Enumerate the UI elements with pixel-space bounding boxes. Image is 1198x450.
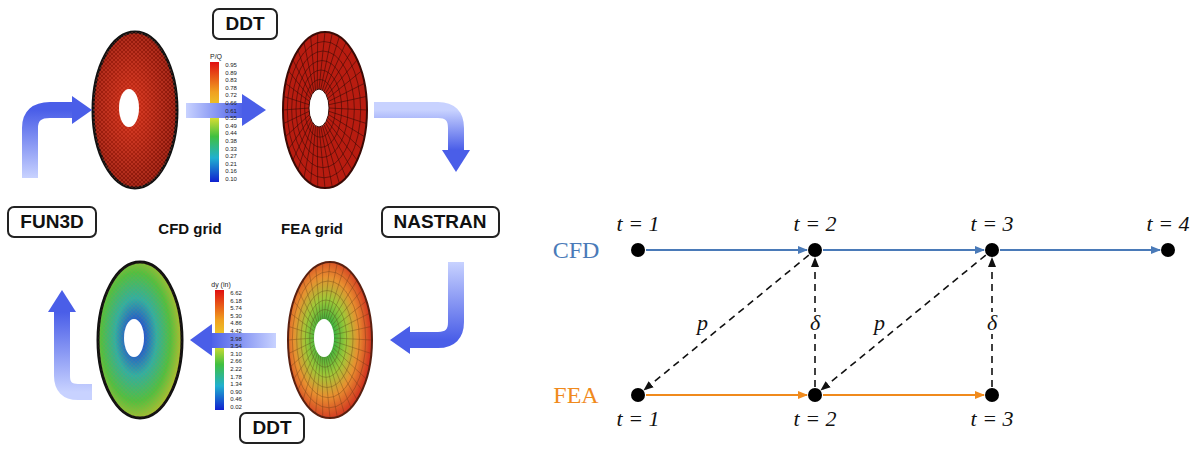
colorbar-value: 3.54 xyxy=(230,343,242,349)
colorbar-value: 1.78 xyxy=(230,374,242,380)
colorbar-value: 0.21 xyxy=(225,161,237,167)
transfer-label: δ xyxy=(808,312,822,334)
time-label: t = 1 xyxy=(617,406,660,432)
colorbar-value: 2.22 xyxy=(230,366,242,372)
colorbar-value: 0.46 xyxy=(230,396,242,402)
transfer-label: p xyxy=(695,312,710,334)
colorbar-value: 0.27 xyxy=(225,153,237,159)
tool-box: DDT xyxy=(239,412,305,444)
tool-name: FUN3D xyxy=(20,211,83,233)
colorbar-title: P/Q xyxy=(210,53,222,60)
cfd-step-arrow xyxy=(646,249,807,251)
colorbar-value: 0.89 xyxy=(225,70,237,76)
time-step-dot: t = 3 xyxy=(985,243,999,257)
colorbar-value: 3.10 xyxy=(230,351,242,357)
colorbar-value: 0.02 xyxy=(230,404,242,410)
row-name: CFD xyxy=(553,237,600,264)
colorbar-title: dy (in) xyxy=(211,281,230,288)
time-label: t = 1 xyxy=(617,211,660,237)
transfer-arrow xyxy=(644,255,809,390)
colorbar-value: 0.72 xyxy=(225,92,237,98)
time-label: t = 2 xyxy=(794,211,837,237)
fea-step-arrow xyxy=(646,394,807,396)
grid-caption: FEA grid xyxy=(281,220,343,237)
colorbar-value: 5.74 xyxy=(230,305,242,311)
tool-name: DDT xyxy=(252,417,291,439)
time-step-dot: t = 2 xyxy=(808,243,822,257)
colorbar-value: 3.98 xyxy=(230,336,242,342)
transfer-label: p xyxy=(872,312,887,334)
colorbar-value: 6.62 xyxy=(230,290,242,296)
time-label: t = 3 xyxy=(971,406,1014,432)
row-name: FEA xyxy=(553,382,598,409)
colorbar-value: 0.61 xyxy=(225,108,237,114)
tool-name: DDT xyxy=(225,13,264,35)
time-label: t = 2 xyxy=(794,406,837,432)
tool-box: FUN3D xyxy=(7,206,97,238)
colorbar-value: 0.66 xyxy=(225,100,237,106)
colorbar-value: 2.66 xyxy=(230,358,242,364)
time-label: t = 4 xyxy=(1147,211,1190,237)
colorbar-value: 1.34 xyxy=(230,381,242,387)
colorbar-value: 5.30 xyxy=(230,313,242,319)
grid-caption: CFD grid xyxy=(158,220,221,237)
colorbar-value: 0.55 xyxy=(225,115,237,121)
colorbar-value: 4.86 xyxy=(230,320,242,326)
time-label: t = 3 xyxy=(971,211,1014,237)
tool-name: NASTRAN xyxy=(394,211,487,233)
colorbar-value: 0.16 xyxy=(225,168,237,174)
colorbar-value: 0.38 xyxy=(225,138,237,144)
time-step-dot: t = 1 xyxy=(631,388,645,402)
colorbar-value: 6.18 xyxy=(230,298,242,304)
colorbar-value: 0.90 xyxy=(230,389,242,395)
time-step-dot: t = 3 xyxy=(985,388,999,402)
fea-step-arrow xyxy=(823,394,984,396)
colorbar-value: 0.33 xyxy=(225,146,237,152)
time-step-dot: t = 1 xyxy=(631,243,645,257)
transfer-label: δ xyxy=(985,312,999,334)
time-step-dot: t = 4 xyxy=(1161,243,1175,257)
colorbar-value: 0.95 xyxy=(225,62,237,68)
cfd-step-arrow xyxy=(1000,249,1160,251)
tool-box: DDT xyxy=(212,8,278,40)
colorbar-value: 0.49 xyxy=(225,123,237,129)
time-step-dot: t = 2 xyxy=(808,388,822,402)
colorbar-value: 0.44 xyxy=(225,130,237,136)
colorbar xyxy=(215,290,224,410)
colorbar-value: 4.42 xyxy=(230,328,242,334)
transfer-arrow xyxy=(821,255,986,390)
colorbar-value: 0.78 xyxy=(225,85,237,91)
colorbar-value: 0.83 xyxy=(225,77,237,83)
colorbar-value: 0.10 xyxy=(225,176,237,182)
tool-box: NASTRAN xyxy=(381,206,500,238)
cfd-step-arrow xyxy=(823,249,984,251)
colorbar xyxy=(210,62,219,182)
